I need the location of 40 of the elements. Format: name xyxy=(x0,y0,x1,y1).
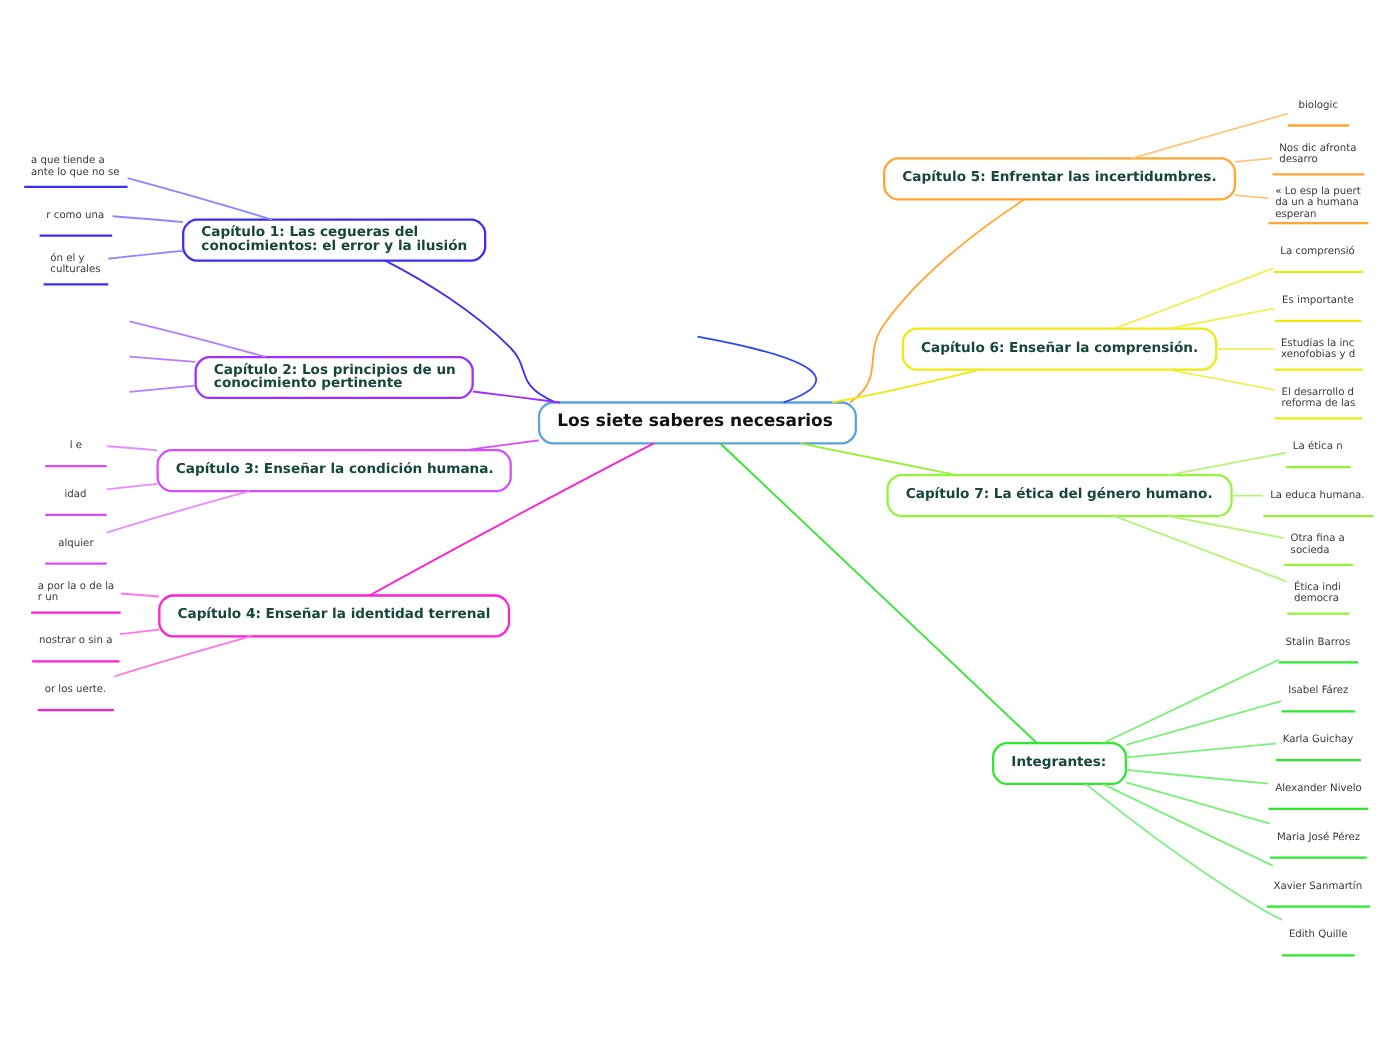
connector xyxy=(798,442,957,477)
connector xyxy=(110,215,183,224)
connector xyxy=(1166,515,1284,539)
connector xyxy=(127,355,196,363)
connector xyxy=(1124,742,1276,759)
connector xyxy=(1229,494,1264,497)
connector xyxy=(1233,157,1272,163)
connector xyxy=(718,442,1037,744)
connector xyxy=(1112,515,1287,583)
connector xyxy=(1101,658,1279,744)
connector xyxy=(117,628,160,635)
connector xyxy=(368,442,654,597)
connector xyxy=(112,635,251,678)
connector xyxy=(1166,368,1275,391)
connector xyxy=(1124,768,1269,785)
connector xyxy=(1124,781,1270,825)
connector xyxy=(1124,700,1282,746)
connector xyxy=(125,177,273,221)
connector xyxy=(106,249,183,260)
connector xyxy=(118,592,159,598)
connector xyxy=(830,368,980,404)
connector xyxy=(847,198,1025,404)
connector xyxy=(1214,348,1274,351)
connector xyxy=(105,490,250,534)
connector xyxy=(1112,267,1274,330)
connector xyxy=(470,390,560,404)
node-box: Los siete saberes necesarios xyxy=(536,401,856,445)
connector xyxy=(1166,307,1275,330)
connector xyxy=(1083,783,1282,921)
connector xyxy=(1101,783,1273,867)
connector xyxy=(463,439,539,452)
connector xyxy=(127,384,196,393)
connector xyxy=(695,335,817,404)
connector xyxy=(105,482,158,491)
connector xyxy=(127,320,266,358)
connector xyxy=(1233,194,1268,200)
connector xyxy=(105,445,158,452)
connector xyxy=(1129,112,1288,160)
connector xyxy=(1166,451,1286,476)
connector xyxy=(383,259,555,404)
